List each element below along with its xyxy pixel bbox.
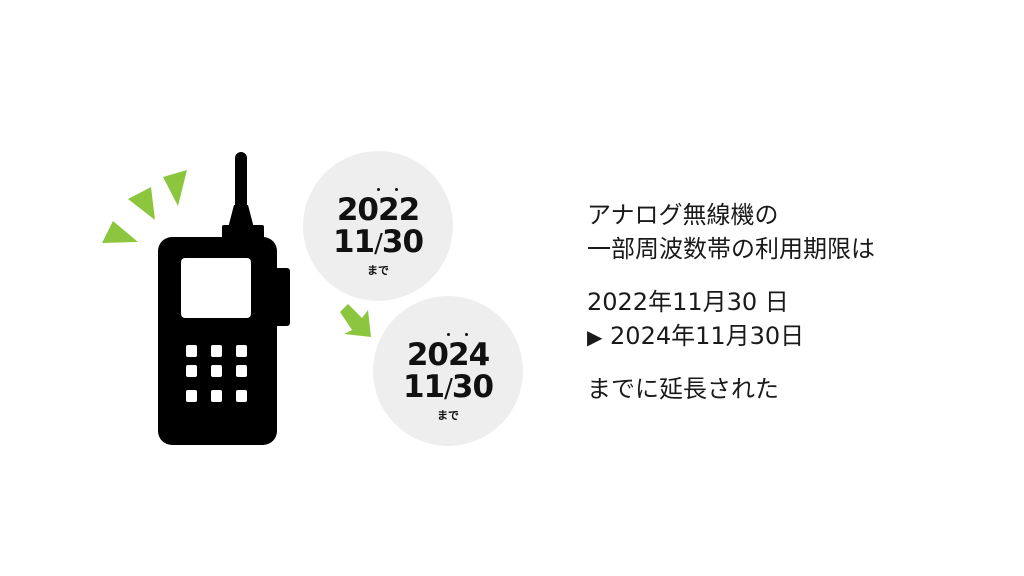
new-month-day: 11/30 bbox=[402, 369, 494, 405]
old-until-label: まで bbox=[367, 264, 389, 277]
old-year: 2022 bbox=[337, 188, 420, 226]
old-month-day: 11/30 bbox=[332, 224, 424, 260]
heading-line-1: アナログ無線機の bbox=[587, 201, 779, 229]
arrow-down-right-icon bbox=[340, 304, 371, 337]
heading-line-2: 一部周波数帯の利用期限は bbox=[587, 235, 875, 263]
new-deadline-circle: 2024 11/30 まで bbox=[373, 296, 523, 446]
conclusion-text: までに延長された bbox=[587, 375, 779, 403]
walkie-talkie-icon bbox=[158, 152, 290, 445]
new-date-text: 2024年11月30日 bbox=[610, 322, 805, 350]
play-arrow-icon: ▶ bbox=[587, 325, 603, 349]
signal-waves-icon bbox=[102, 170, 187, 243]
old-deadline-circle: 2022 11/30 まで bbox=[303, 151, 453, 301]
new-year: 2024 bbox=[407, 333, 490, 371]
old-date-text: 2022年11月30 日 bbox=[587, 288, 789, 316]
new-date-line: ▶ 2024年11月30日 bbox=[587, 320, 804, 353]
new-until-label: まで bbox=[437, 409, 459, 422]
